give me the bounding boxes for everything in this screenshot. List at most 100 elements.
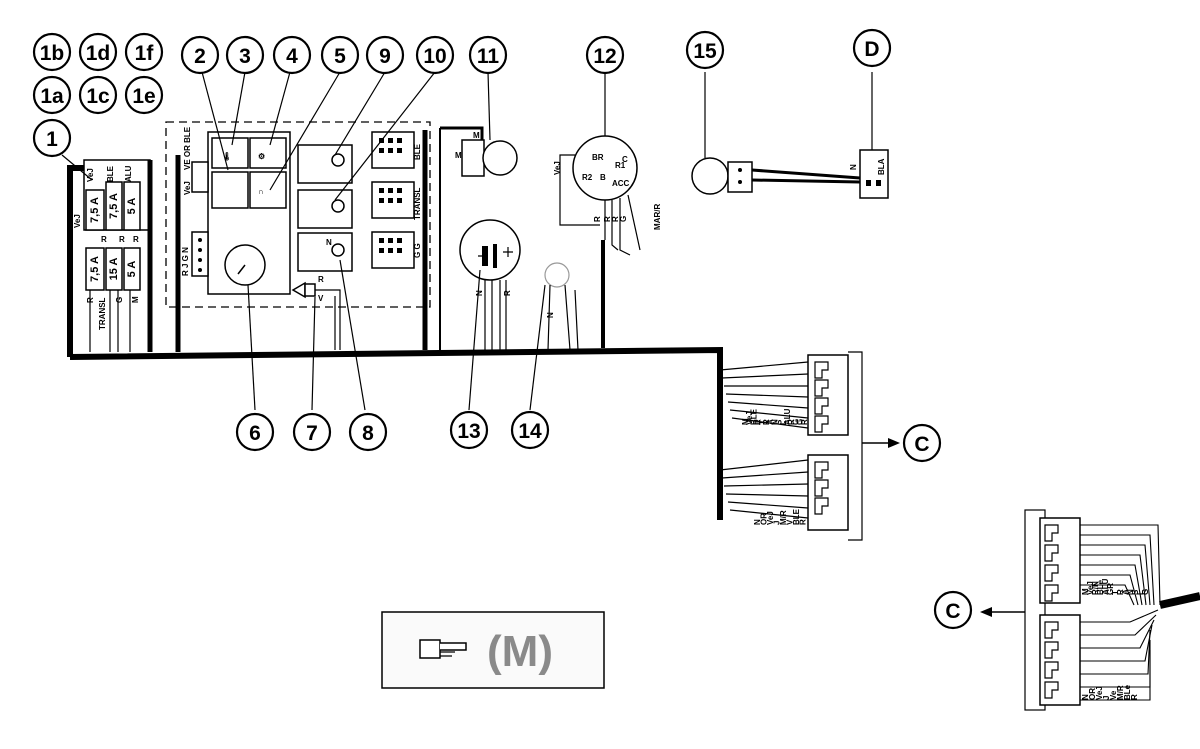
callout-12: 12 <box>585 35 625 75</box>
switch-label: BR <box>592 153 604 162</box>
switch-label: R1 <box>615 161 626 170</box>
svg-text:14: 14 <box>518 420 542 443</box>
connector-wire-label: G <box>1141 589 1150 595</box>
connector-wire-label: G <box>791 419 800 425</box>
wire-label: VE OR BLE <box>183 126 192 170</box>
switch-label: ACC <box>612 179 630 188</box>
connector-wire-label: M/R <box>1116 685 1125 700</box>
connector-wire-label: L <box>779 420 788 425</box>
fuse-box: 7,5 A 7,5 A 5 A 7,5 A 15 A 5 A VeJ BLE A… <box>73 159 151 352</box>
wire-label: MAR/R <box>653 204 662 230</box>
svg-text:1a: 1a <box>40 85 64 108</box>
callout-7: 7 <box>292 412 332 452</box>
callout-15: 15 <box>685 30 725 70</box>
wire-label: TRANSL <box>413 187 422 220</box>
component-14: N <box>544 262 579 351</box>
temp-icon: 🌡 <box>222 151 232 161</box>
wire-label: G <box>115 297 124 303</box>
svg-text:2: 2 <box>194 45 206 68</box>
component-11: M M <box>455 131 518 177</box>
connector-wire-label: BLE <box>749 408 758 425</box>
connector-wire-label: G <box>796 419 805 425</box>
callout-13: 13 <box>449 410 489 450</box>
callouts: 1b 1d 1f 1a 1c 1e 1 2 3 4 5 9 10 11 12 1… <box>32 28 973 630</box>
connector-wire-label: OR <box>1088 688 1097 700</box>
fuse-label: 7,5 A <box>89 256 101 282</box>
connector-wire-label: T <box>758 420 767 425</box>
callout-2: 2 <box>180 35 220 75</box>
leader-lines <box>61 71 873 411</box>
wire-label: R <box>503 290 512 296</box>
connector-wire-label: M/R <box>779 510 788 525</box>
connector-c-mid <box>807 454 849 531</box>
svg-text:7: 7 <box>306 422 318 445</box>
connector-wire-label: R <box>1130 694 1139 700</box>
callout-1c: 1c <box>78 75 118 115</box>
svg-text:1: 1 <box>46 128 58 151</box>
connector-wire-label: R <box>762 419 771 425</box>
wire-label: R J G N <box>181 247 190 276</box>
fuse-label: 7,5 A <box>89 197 101 223</box>
callout-1a: 1a <box>32 75 72 115</box>
callout-4: 4 <box>272 35 312 75</box>
wire-label: R <box>603 216 612 222</box>
switch-label: B <box>600 173 606 182</box>
callout-1e: 1e <box>124 75 164 115</box>
callout-10: 10 <box>415 35 455 75</box>
connector-wire-label: R <box>754 419 763 425</box>
wire-label: N <box>849 164 858 170</box>
callout-1f: 1f <box>124 32 164 72</box>
svg-text:4: 4 <box>286 45 298 68</box>
connector-wire-label: T <box>1111 590 1120 595</box>
connector-c-far <box>980 509 1161 711</box>
connector-wire-label: R/N <box>1091 581 1100 595</box>
oil-icon: ⚙ <box>258 152 265 161</box>
svg-text:9: 9 <box>379 45 391 68</box>
wire-label: M <box>473 131 480 140</box>
wire-label: VeJ <box>553 161 562 175</box>
wire-label: N <box>475 290 484 296</box>
connector-wire-label: R <box>799 519 808 525</box>
fuse-label: 15 A <box>108 258 120 281</box>
connector-wire-label: VeJ <box>1095 686 1104 700</box>
svg-text:5: 5 <box>334 45 346 68</box>
callout-9: 9 <box>365 35 405 75</box>
callout-d: D <box>852 28 892 68</box>
connector-wire-label: Ve <box>1109 690 1118 700</box>
svg-text:1d: 1d <box>86 42 111 65</box>
wire-label: BLE <box>106 165 115 182</box>
wire-label: M <box>455 151 462 160</box>
note-box: (M) <box>381 611 605 689</box>
svg-text:12: 12 <box>593 45 616 68</box>
connector-c-top <box>807 351 900 541</box>
svg-text:11: 11 <box>477 45 500 68</box>
callout-1d: 1d <box>78 32 118 72</box>
connector-wire-label: S <box>775 419 784 425</box>
wire-label: VeJ <box>86 168 95 182</box>
callout-1b: 1b <box>32 32 72 72</box>
svg-text:1b: 1b <box>40 42 65 65</box>
svg-text:6: 6 <box>249 422 261 445</box>
fuse-label: 7,5 A <box>108 193 120 219</box>
connector-wire-label: J <box>1102 696 1111 700</box>
connector-wire-label: N <box>1126 589 1135 595</box>
wire-label: R <box>133 235 139 244</box>
svg-text:13: 13 <box>457 420 480 443</box>
connector-wire-label: A <box>766 419 775 425</box>
svg-text:1e: 1e <box>132 85 155 108</box>
wire-label: V <box>318 294 324 303</box>
wire-label: TRANSL <box>98 297 107 330</box>
ignition-switch: R2 BR B R1 ACC C VeJ MAR/R R R R G <box>553 135 662 256</box>
connector-wire-label: N <box>770 419 779 425</box>
wire-label: R <box>593 216 602 222</box>
wire-label: VeJ <box>183 181 192 195</box>
svg-text:C: C <box>945 600 960 623</box>
callout-14: 14 <box>510 410 550 450</box>
connector-wire-label: ALU <box>1101 578 1110 595</box>
light-icon: ∩ <box>258 187 264 196</box>
connector-wire-label: S <box>1131 589 1140 595</box>
wire-label: N <box>546 312 555 318</box>
